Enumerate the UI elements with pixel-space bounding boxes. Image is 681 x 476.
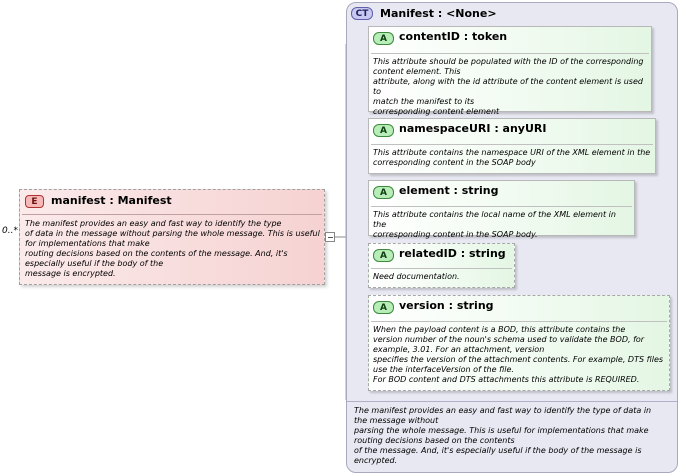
attribute-doc: This attribute contains the local name o… (373, 210, 616, 239)
attribute-separator (371, 268, 512, 269)
complex-type-separator (347, 401, 677, 402)
attribute-title: element : string (399, 184, 499, 197)
multiplicity-label: 0..* (2, 226, 18, 236)
attribute-title: version : string (399, 299, 494, 312)
attribute-separator (371, 144, 653, 145)
attribute-doc: Need documentation. (373, 272, 460, 281)
attribute-badge: A (373, 301, 394, 314)
attribute-doc: This attribute contains the namespace UR… (373, 148, 651, 167)
complex-type-title: Manifest : <None> (380, 7, 497, 20)
attribute-version[interactable]: A version : string When the payload cont… (368, 295, 670, 391)
element-title: manifest : Manifest (51, 194, 172, 207)
attribute-separator (371, 206, 632, 207)
attribute-title: relatedID : string (399, 247, 506, 260)
attribute-element[interactable]: A element : string This attribute contai… (368, 180, 635, 239)
collapse-toggle[interactable] (325, 232, 335, 242)
attribute-title: namespaceURI : anyURI (399, 122, 547, 135)
attribute-doc: When the payload content is a BOD, this … (373, 325, 664, 384)
element-node[interactable]: E manifest : Manifest The manifest provi… (19, 189, 325, 285)
attribute-badge: A (373, 249, 394, 262)
attribute-namespaceuri[interactable]: A namespaceURI : anyURI This attribute c… (368, 118, 656, 174)
attribute-badge: A (373, 186, 394, 199)
attribute-contentid[interactable]: A contentID : token This attribute shoul… (368, 26, 652, 116)
attribute-separator (371, 321, 667, 322)
element-badge: E (25, 195, 44, 208)
complex-type-doc: The manifest provides an easy and fast w… (354, 406, 652, 465)
element-doc: The manifest provides an easy and fast w… (25, 219, 320, 278)
element-separator (22, 214, 322, 215)
complex-type-badge: CT (351, 7, 373, 20)
attribute-badge: A (373, 32, 394, 45)
attribute-doc: This attribute should be populated with … (373, 57, 644, 116)
minus-icon (328, 237, 333, 238)
attribute-separator (371, 53, 649, 54)
attribute-badge: A (373, 124, 394, 137)
attribute-title: contentID : token (399, 30, 508, 43)
attribute-relatedid[interactable]: A relatedID : string Need documentation. (368, 243, 515, 288)
